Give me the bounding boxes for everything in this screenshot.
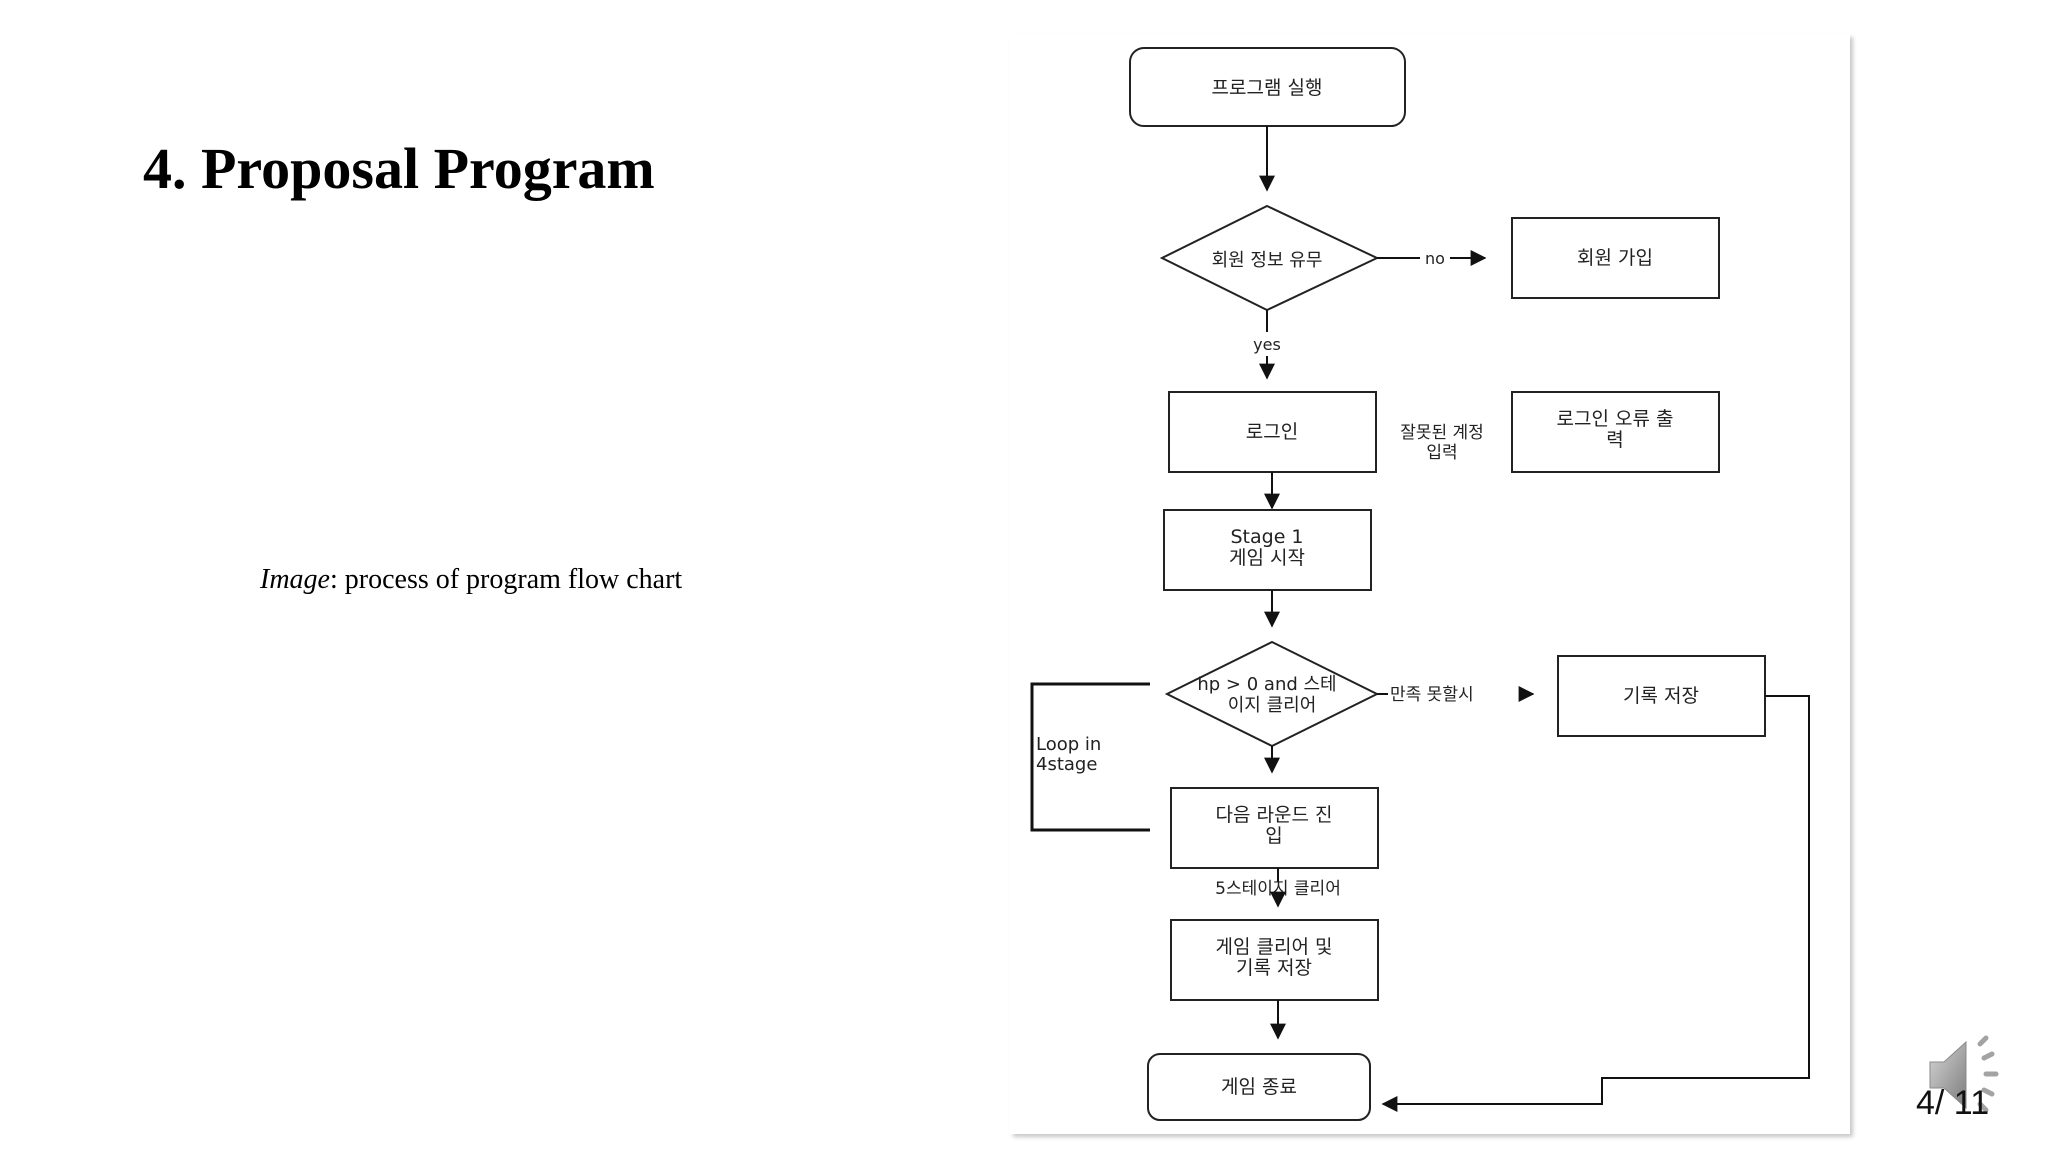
edge-wrong-account-line2: 입력 xyxy=(1426,443,1457,463)
slide-title: 4. Proposal Program xyxy=(143,136,655,201)
node-stage1: Stage 1 게임 시작 xyxy=(1163,509,1372,591)
node-signup: 회원 가입 xyxy=(1511,217,1720,299)
node-member-check-label: 회원 정보 유무 xyxy=(1212,250,1323,271)
image-caption: Image: process of program flow chart xyxy=(260,566,682,594)
node-next-round-line2: 입 xyxy=(1265,825,1282,847)
node-program-start: 프로그램 실행 xyxy=(1129,47,1406,127)
loop-label-line1: Loop in xyxy=(1036,734,1101,755)
node-next-round: 다음 라운드 진 입 xyxy=(1170,787,1379,869)
node-clear-save-line2: 기록 저장 xyxy=(1236,957,1312,979)
node-login-label: 로그인 xyxy=(1246,421,1298,443)
node-condition: hp > 0 and 스테 이지 클리어 xyxy=(1164,640,1380,748)
node-clear-save-line1: 게임 클리어 및 xyxy=(1216,936,1333,958)
node-stage1-line1: Stage 1 xyxy=(1230,526,1303,548)
node-condition-line2: 이지 클리어 xyxy=(1228,695,1317,716)
edge-no-label: no xyxy=(1425,249,1445,268)
node-signup-label: 회원 가입 xyxy=(1577,247,1653,269)
node-save-record: 기록 저장 xyxy=(1557,655,1766,737)
edge-save-to-end xyxy=(1381,695,1810,1112)
edge-yes-label: yes xyxy=(1253,335,1281,354)
speaker-icon[interactable] xyxy=(1922,1030,2022,1127)
caption-text: : process of program flow chart xyxy=(329,564,683,595)
loop-bracket xyxy=(1030,682,1150,832)
page-number: 4/ 11 xyxy=(1916,1084,1990,1122)
node-stage1-line2: 게임 시작 xyxy=(1229,547,1305,569)
edge-wrong-account-line1: 잘못된 계정 xyxy=(1400,423,1484,443)
node-game-end-label: 게임 종료 xyxy=(1221,1076,1297,1098)
node-login-error: 로그인 오류 출 력 xyxy=(1511,391,1720,473)
node-login-error-line2: 력 xyxy=(1606,429,1623,451)
node-member-check: 회원 정보 유무 xyxy=(1159,204,1380,312)
edge-stage5-label: 5스테이지 클리어 xyxy=(1215,879,1341,899)
node-condition-line1: hp > 0 and 스테 xyxy=(1197,674,1336,695)
node-next-round-line1: 다음 라운드 진 xyxy=(1216,804,1333,826)
node-program-start-label: 프로그램 실행 xyxy=(1212,77,1323,99)
flowchart-image: 프로그램 실행 회원 정보 유무 no 회원 가입 yes 로그인 잘못된 계정… xyxy=(1010,34,1850,1134)
node-save-record-label: 기록 저장 xyxy=(1623,685,1699,707)
loop-label-line2: 4stage xyxy=(1036,754,1097,775)
node-game-end: 게임 종료 xyxy=(1147,1053,1371,1121)
node-login-error-line1: 로그인 오류 출 xyxy=(1557,408,1674,430)
node-login: 로그인 xyxy=(1168,391,1377,473)
edge-unsatisfied-label: 만족 못할시 xyxy=(1390,685,1474,705)
caption-image-label: Image xyxy=(260,564,330,595)
node-clear-save: 게임 클리어 및 기록 저장 xyxy=(1170,919,1379,1001)
